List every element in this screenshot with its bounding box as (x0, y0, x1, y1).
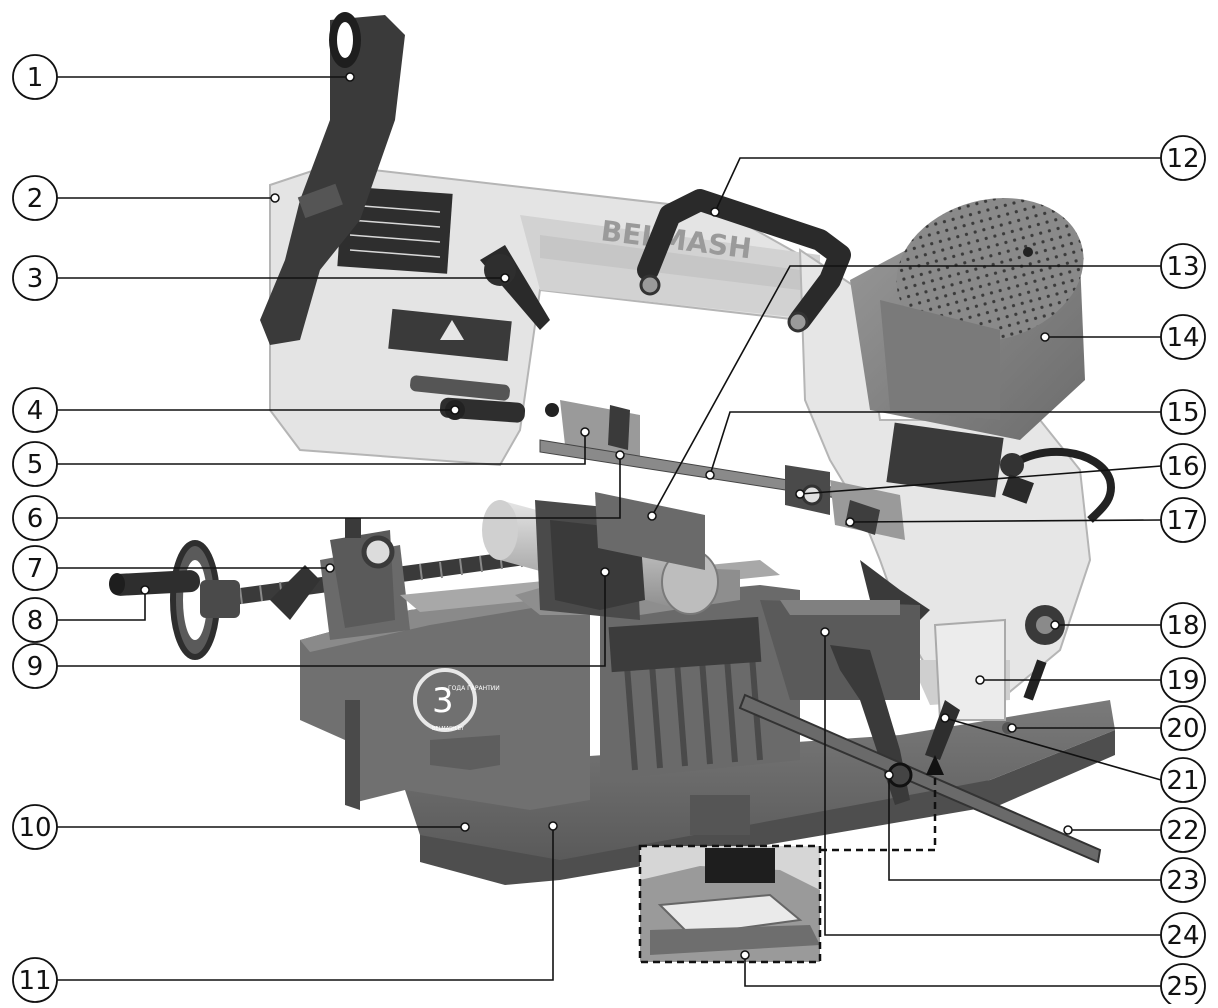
callout-circle (12, 54, 58, 100)
callout-17: 17 (1160, 497, 1206, 543)
callout-20: 20 (1160, 705, 1206, 751)
callout-21: 21 (1160, 757, 1206, 803)
callout-circle (1160, 757, 1206, 803)
callout-circle (12, 387, 58, 433)
callout-7: 7 (12, 545, 58, 591)
callout-3: 3 (12, 255, 58, 301)
callout-number: 9 (27, 652, 44, 682)
detail-inset (638, 755, 944, 964)
callout-circle (12, 175, 58, 221)
callout-number: 4 (27, 396, 44, 426)
motor-fan-cover (896, 198, 1084, 342)
vise-handle (109, 570, 201, 596)
callout-number: 24 (1166, 921, 1199, 951)
callout-circle (12, 804, 58, 850)
callout-25: 25 (1160, 963, 1206, 1008)
callout-number: 8 (27, 606, 44, 636)
callout-number: 15 (1166, 398, 1199, 428)
blade-guide-left (439, 397, 640, 460)
callout-6: 6 (12, 495, 58, 541)
callout-19: 19 (1160, 657, 1206, 703)
callout-circle (1160, 912, 1206, 958)
callout-number: 7 (27, 554, 44, 584)
callout-circle (1160, 602, 1206, 648)
callout-10: 10 (12, 804, 58, 850)
callout-number: 1 (27, 63, 44, 93)
warranty-badge (413, 668, 477, 732)
callout-number: 11 (18, 966, 51, 996)
callout-number: 21 (1166, 766, 1199, 796)
vise-jaws (535, 492, 705, 620)
callout-number: 5 (27, 450, 44, 480)
pivot-block (933, 618, 1006, 721)
leader-dots (140, 72, 1073, 960)
callout-circle (1160, 314, 1206, 360)
callout-circle (1160, 389, 1206, 435)
callout-8: 8 (12, 597, 58, 643)
callout-number: 22 (1166, 816, 1199, 846)
vise-carriage (270, 518, 410, 640)
callout-number: 23 (1166, 866, 1199, 896)
carry-handle (637, 189, 851, 331)
callout-18: 18 (1160, 602, 1206, 648)
callout-circle (1160, 857, 1206, 903)
callout-circle (12, 545, 58, 591)
motor (850, 198, 1085, 440)
callout-number: 3 (27, 264, 44, 294)
callout-circle (1160, 443, 1206, 489)
stop-rod (738, 693, 1102, 864)
callout-circle (1160, 135, 1206, 181)
callout-circle (12, 597, 58, 643)
callout-circle (1160, 705, 1206, 751)
callout-labels: 1234567891011121314151617181920212223242… (12, 54, 1206, 1008)
callout-12: 12 (1160, 135, 1206, 181)
callout-number: 14 (1166, 323, 1199, 353)
leader-lines (57, 76, 1162, 987)
callout-circle (1160, 807, 1206, 853)
callout-number: 19 (1166, 666, 1199, 696)
callout-22: 22 (1160, 807, 1206, 853)
callout-24: 24 (1160, 912, 1206, 958)
callout-number: 2 (27, 184, 44, 214)
warranty-url: BELMASH.BY (432, 726, 465, 732)
callout-number: 16 (1166, 452, 1199, 482)
callout-11: 11 (12, 957, 58, 1003)
callout-number: 6 (27, 504, 44, 534)
callout-circle (1160, 657, 1206, 703)
power-cable (1002, 447, 1115, 523)
callout-number: 20 (1166, 714, 1199, 744)
callout-number: 18 (1166, 611, 1199, 641)
callout-5: 5 (12, 441, 58, 487)
callout-circle (12, 957, 58, 1003)
callout-circle (1160, 497, 1206, 543)
callout-number: 10 (18, 813, 51, 843)
callout-2: 2 (12, 175, 58, 221)
callout-circle (12, 441, 58, 487)
callout-number: 13 (1166, 252, 1199, 282)
callout-number: 25 (1166, 972, 1199, 1002)
callout-circle (1160, 243, 1206, 289)
callout-23: 23 (1160, 857, 1206, 903)
callout-16: 16 (1160, 443, 1206, 489)
callout-1: 1 (12, 54, 58, 100)
callout-circle (12, 495, 58, 541)
callout-14: 14 (1160, 314, 1206, 360)
warranty-number: 3 (432, 681, 454, 721)
callout-9: 9 (12, 643, 58, 689)
callout-15: 15 (1160, 389, 1206, 435)
warranty-text: ГОДА ГАРАНТИИ (448, 685, 500, 692)
callout-number: 12 (1166, 144, 1199, 174)
callout-13: 13 (1160, 243, 1206, 289)
callout-circle (1160, 963, 1206, 1008)
lift-handle (260, 12, 405, 345)
callout-circle (12, 255, 58, 301)
callout-number: 17 (1166, 506, 1199, 536)
callout-4: 4 (12, 387, 58, 433)
callout-circle (12, 643, 58, 689)
